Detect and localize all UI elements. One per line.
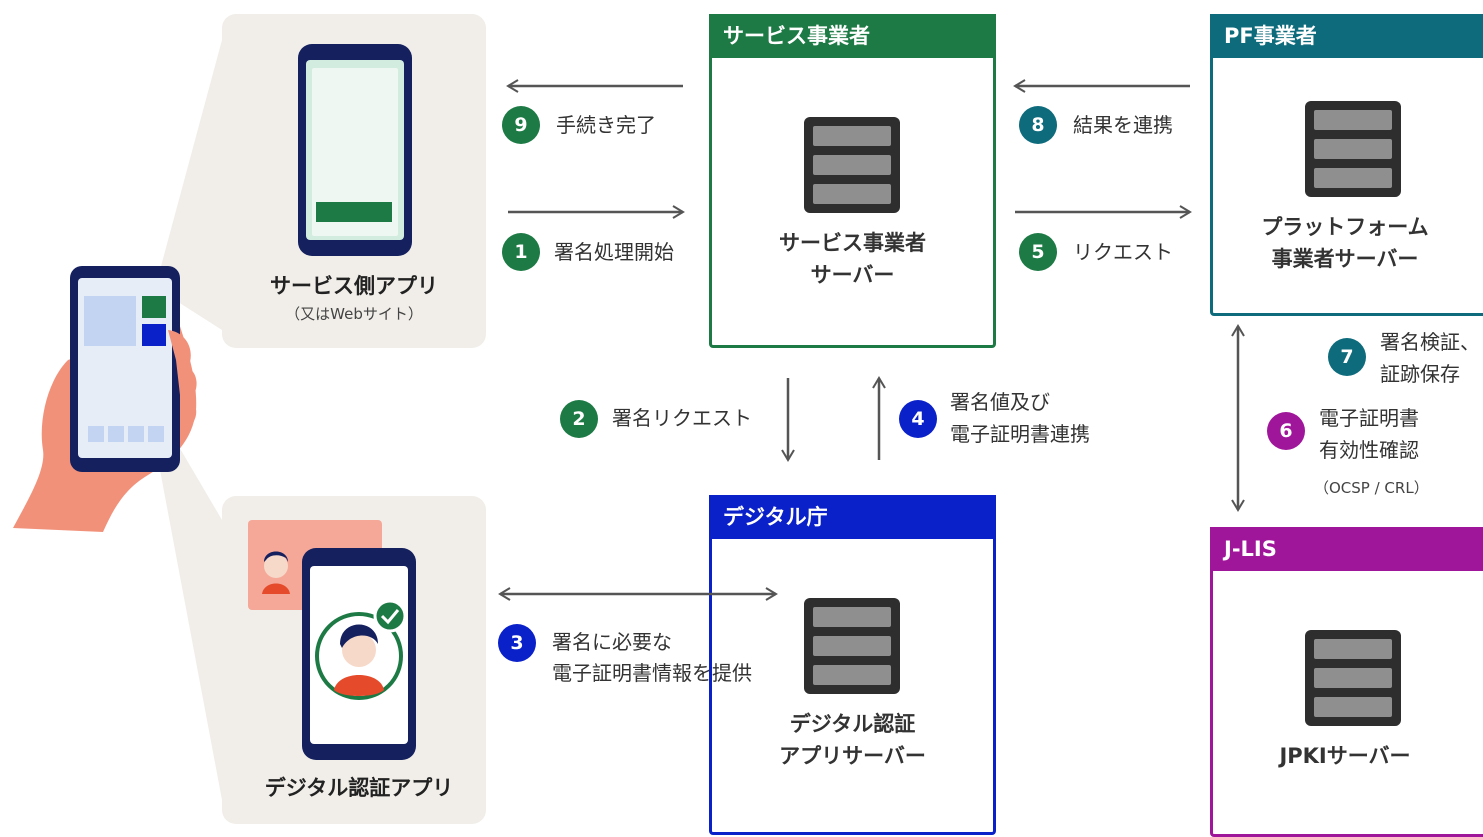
smartphone-icon: [70, 266, 180, 472]
step-9-badge: 9: [502, 106, 540, 144]
pf-provider-box: PF事業者 プラットフォーム 事業者サーバー: [1210, 14, 1483, 316]
hand-phone-illustration: [13, 266, 197, 532]
digital-auth-app-title: デジタル認証アプリ: [264, 776, 454, 800]
step-8-label: 結果を連携: [1073, 113, 1173, 137]
pf-provider-server-label-2: 事業者サーバー: [1271, 247, 1419, 271]
step-6-note: （OCSP / CRL）: [1314, 479, 1429, 497]
step-7-label-line1: 署名検証、: [1380, 330, 1480, 354]
server-icon: [804, 598, 900, 694]
step-4-badge: 4: [899, 400, 937, 438]
step-1-label: 署名処理開始: [554, 240, 674, 264]
user-avatar-icon: [262, 551, 290, 594]
step-4-label-line2: 電子証明書連携: [950, 422, 1090, 446]
step-5-label: リクエスト: [1073, 240, 1173, 264]
step-6-label-line1: 電子証明書: [1319, 406, 1419, 430]
step-6-label-line2: 有効性確認: [1319, 438, 1419, 462]
digital-agency-server-label-2: アプリサーバー: [779, 744, 926, 768]
server-icon: [1305, 630, 1401, 726]
step-3-badge: 3: [498, 624, 536, 662]
service-provider-box: サービス事業者 サービス事業者 サーバー: [709, 14, 996, 348]
service-provider-header: サービス事業者: [709, 14, 996, 58]
step-1-badge: 1: [502, 233, 540, 271]
digital-agency-header: デジタル庁: [709, 495, 996, 539]
pf-provider-header: PF事業者: [1210, 14, 1483, 58]
service-provider-server-label-2: サーバー: [810, 263, 895, 287]
step-3-label-line2: 電子証明書情報を提供: [552, 661, 752, 685]
server-icon: [804, 117, 900, 213]
service-app-title: サービス側アプリ: [270, 274, 438, 298]
pf-provider-server-label-1: プラットフォーム: [1261, 215, 1429, 239]
server-icon: [1305, 101, 1401, 197]
jlis-box: J-LIS JPKIサーバー: [1210, 527, 1483, 837]
callout-wedges: [160, 40, 222, 800]
step-3-label-line1: 署名に必要な: [552, 630, 672, 654]
step-8-badge: 8: [1019, 106, 1057, 144]
step-6-badge: 6: [1267, 412, 1305, 450]
digital-agency-server-label-1: デジタル認証: [789, 712, 916, 736]
step-9-label: 手続き完了: [556, 113, 656, 137]
service-provider-server-label-1: サービス事業者: [779, 231, 926, 255]
jlis-header: J-LIS: [1210, 527, 1483, 571]
service-app-phone-icon: [298, 44, 412, 256]
digital-agency-box: デジタル庁 デジタル認証 アプリサーバー: [709, 495, 996, 835]
jlis-server-label: JPKIサーバー: [1279, 744, 1411, 768]
service-app-subtitle: （又はWebサイト）: [285, 305, 423, 323]
step-7-label-line2: 証跡保存: [1380, 362, 1460, 386]
step-5-badge: 5: [1019, 233, 1057, 271]
step-7-badge: 7: [1328, 338, 1366, 376]
step-2-badge: 2: [560, 400, 598, 438]
check-icon: [373, 599, 407, 633]
step-4-label-line1: 署名値及び: [950, 390, 1050, 414]
step-2-label: 署名リクエスト: [612, 406, 752, 430]
digital-auth-app-illustration: [248, 520, 416, 760]
